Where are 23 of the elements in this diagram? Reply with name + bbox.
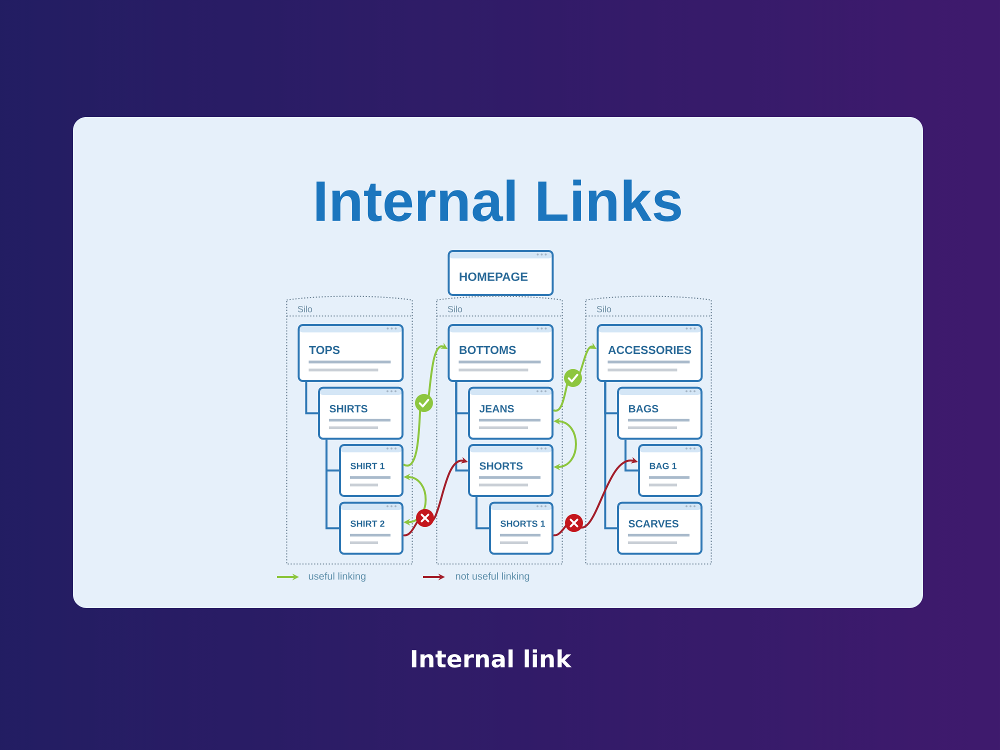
- page-box: TOPS: [298, 324, 404, 382]
- connector-line: [305, 382, 318, 414]
- page-box: HOMEPAGE: [448, 250, 554, 296]
- connector-line: [455, 382, 468, 472]
- connector-line: [624, 440, 638, 472]
- page-box: SCARVES: [617, 502, 702, 555]
- connector-line: [476, 497, 489, 530]
- page-box: BAGS: [617, 386, 702, 440]
- page-box: SHIRT 1: [339, 444, 404, 497]
- caption: Internal link: [412, 649, 572, 668]
- page-box: SHIRTS: [318, 386, 404, 440]
- page-box: SHIRT 2: [339, 502, 404, 555]
- page-box: SHORTS 1: [489, 502, 554, 555]
- page-box: BAG 1: [638, 444, 703, 497]
- page-box: SHORTS: [468, 444, 554, 497]
- legend-label: useful linking: [308, 572, 366, 582]
- connector-line: [326, 440, 339, 530]
- page-box: ACCESSORIES: [596, 324, 703, 382]
- connector-line: [604, 382, 617, 530]
- page-box: JEANS: [468, 386, 554, 440]
- page-box: BOTTOMS: [448, 324, 554, 382]
- legend-label: not useful linking: [456, 572, 530, 582]
- title: Internal Links: [316, 180, 681, 222]
